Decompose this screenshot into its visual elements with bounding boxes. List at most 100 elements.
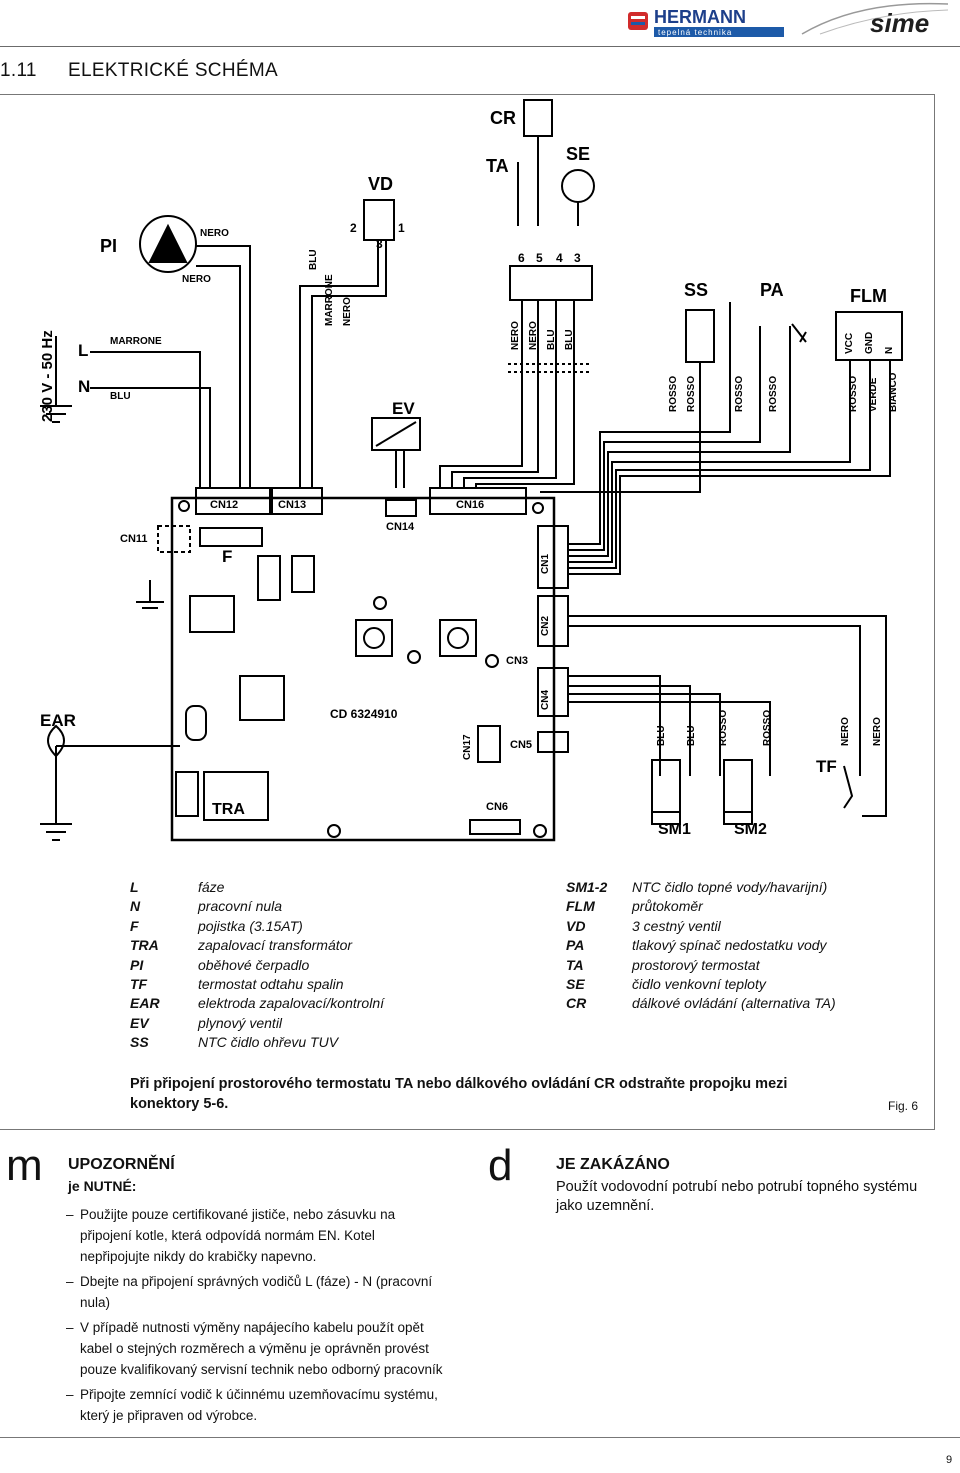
connector-cn14: [385, 499, 417, 517]
component-b: [291, 555, 315, 593]
hermann-logo: HERMANN tepelná technika: [628, 7, 784, 37]
component-a: [257, 555, 281, 601]
label-vd: VD: [368, 174, 393, 194]
danger-title: JE ZAKÁZÁNO: [556, 1156, 670, 1173]
pressure-switch-pa: [791, 323, 807, 343]
label-flm-vcc: VCC: [844, 333, 855, 354]
label-sm2: SM2: [734, 821, 767, 838]
wire-label-blu-sm1b: BLU: [686, 725, 697, 746]
label-f: F: [222, 547, 232, 566]
header-rule: [0, 46, 960, 47]
wire-label-marrone: MARRONE: [110, 336, 162, 347]
label-pi: PI: [100, 236, 117, 256]
wiring-diagram: CR TA SE VD PI SS PA FLM L N 230 V - 50 …: [39, 99, 903, 842]
legend-row: EAR elektroda zapalovací/kontrolní: [130, 994, 384, 1013]
wire-label-nero-vd: NERO: [342, 297, 353, 326]
legend-code: TA: [566, 956, 584, 973]
label-cn5: CN5: [510, 739, 532, 751]
valve-vd: [363, 199, 395, 241]
wire-label-blu-t4: BLU: [546, 329, 557, 350]
footer-rule: [0, 1437, 960, 1438]
legend-code: FLM: [566, 898, 595, 915]
legend-description: NTC čidlo ohřevu TUV: [198, 1034, 339, 1051]
danger-text: Použít vodovodní potrubí nebo potrubí to…: [556, 1179, 918, 1214]
legend-description: zapalovací transformátor: [198, 937, 353, 954]
section-number: 1.11: [0, 60, 37, 81]
tra-left: [175, 771, 199, 817]
trimmer-2: [439, 619, 477, 657]
terminal-block: [509, 265, 593, 301]
legend-code: TRA: [130, 937, 159, 954]
legend-code: TF: [130, 976, 148, 993]
wire-label-bianco: BIANCO: [888, 372, 899, 412]
label-sm1: SM1: [658, 821, 691, 838]
label-tf: TF: [816, 757, 837, 776]
wire-label-nero-t5: NERO: [528, 321, 539, 350]
warning-list: Použijte pouze certifikované jističe, ne…: [66, 1204, 448, 1430]
legend-description: dálkové ovládání (alternativa TA): [632, 995, 836, 1012]
connector-cn11: [157, 525, 191, 553]
legend-description: oběhové čerpadlo: [198, 956, 310, 973]
warning-title: UPOZORNĚNÍ: [68, 1156, 175, 1173]
label-flm-n: N: [884, 347, 895, 354]
warning-item: Připojte zemnící vodič k účinnému uzemňo…: [66, 1384, 448, 1426]
wire-label-nero-t6: NERO: [510, 321, 521, 350]
label-cn2: CN2: [540, 616, 551, 636]
wire-label-rosso-pa2: ROSSO: [768, 376, 779, 412]
warning-subtitle: je NUTNÉ:: [68, 1178, 137, 1194]
legend-code: SE: [566, 976, 585, 993]
legend-code: VD: [566, 917, 586, 934]
legend-description: čidlo venkovní teploty: [632, 976, 766, 993]
legend-code: F: [130, 917, 139, 934]
legend-code: EAR: [130, 995, 160, 1012]
connector-cn12a: [195, 487, 271, 515]
label-flm-gnd: GND: [864, 332, 875, 354]
label-supply: 230 V - 50 Hz: [39, 330, 56, 422]
legend-code: L: [130, 879, 139, 895]
page-number: 9: [946, 1454, 953, 1466]
wire-label-rosso-sm2a: ROSSO: [718, 710, 729, 746]
label-cn11: CN11: [120, 533, 148, 545]
wire-label-nero-1: NERO: [200, 228, 229, 239]
sime-wordmark: sime: [870, 8, 929, 38]
figure-label: Fig. 6: [888, 1099, 919, 1113]
legend-description: pracovní nula: [198, 898, 283, 915]
legend-code: PI: [130, 956, 144, 973]
wire-label-marrone-vd: MARRONE: [324, 274, 335, 326]
transformer-tra: [203, 771, 269, 821]
sime-logo: sime: [801, 2, 949, 38]
label-cn12b: CN13: [278, 499, 306, 511]
connector-cn6: [469, 819, 521, 835]
legend-description: tlakový spínač nedostatku vody: [632, 937, 827, 954]
label-cn6: CN6: [486, 801, 508, 813]
connection-note: Při připojení prostorového termostatu TA…: [130, 1076, 788, 1112]
sensor-sm2: [723, 759, 753, 813]
legend-description: elektroda zapalovací/kontrolní: [198, 995, 384, 1012]
legend-description: 3 cestný ventil: [632, 917, 721, 934]
connector-cn17: [477, 725, 501, 763]
label-vd-3: 3: [376, 237, 383, 251]
relay-block: [189, 595, 235, 633]
label-ev: EV: [392, 399, 415, 418]
legend-code: N: [130, 898, 141, 915]
relay-2: [239, 675, 285, 721]
wire-label-nero-tf2: NERO: [872, 717, 883, 746]
legend-description: průtokoměr: [632, 898, 703, 915]
connector-cn4: [537, 667, 569, 717]
wire-label-blu-sm1a: BLU: [656, 725, 667, 746]
warning-item: Použijte pouze certifikované jističe, ne…: [66, 1204, 448, 1267]
connector-cn12b: [271, 487, 323, 515]
wire-label-rosso-sm2b: ROSSO: [762, 710, 773, 746]
danger-icon: d: [488, 1141, 513, 1190]
legend-row: VD 3 cestný ventil: [566, 917, 836, 936]
wire-label-rosso-ss1: ROSSO: [668, 376, 679, 412]
